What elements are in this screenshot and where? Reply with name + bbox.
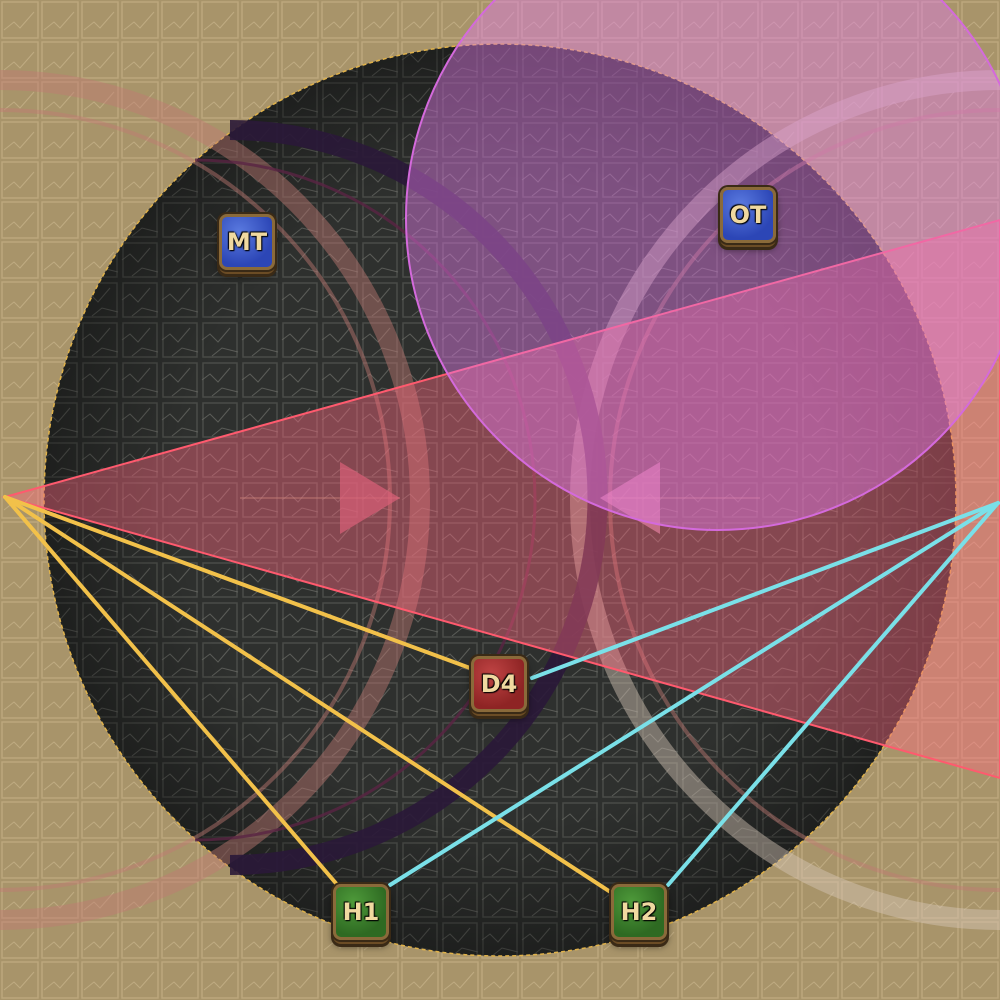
dark-arc	[194, 120, 608, 875]
arrow-west-icon	[600, 462, 660, 534]
token-ot[interactable]: OT	[720, 187, 776, 243]
tether-east-h2	[666, 501, 1000, 887]
tether-west-d4	[3, 495, 472, 670]
arrow-east-icon	[340, 462, 400, 534]
cone-aoe	[1, 218, 1000, 780]
tether-west-h2	[3, 495, 617, 897]
tether-east-h1	[388, 501, 1000, 887]
circle-aoe	[405, 0, 1000, 531]
token-h2[interactable]: H2	[611, 884, 667, 940]
tethers	[3, 495, 1000, 897]
inner-arena	[43, 43, 957, 957]
tether-east-d4	[530, 501, 1000, 680]
token-h1[interactable]: H1	[333, 884, 389, 940]
token-mt[interactable]: MT	[219, 214, 275, 270]
tether-west-h1	[3, 495, 342, 890]
token-d4[interactable]: D4	[471, 656, 527, 712]
